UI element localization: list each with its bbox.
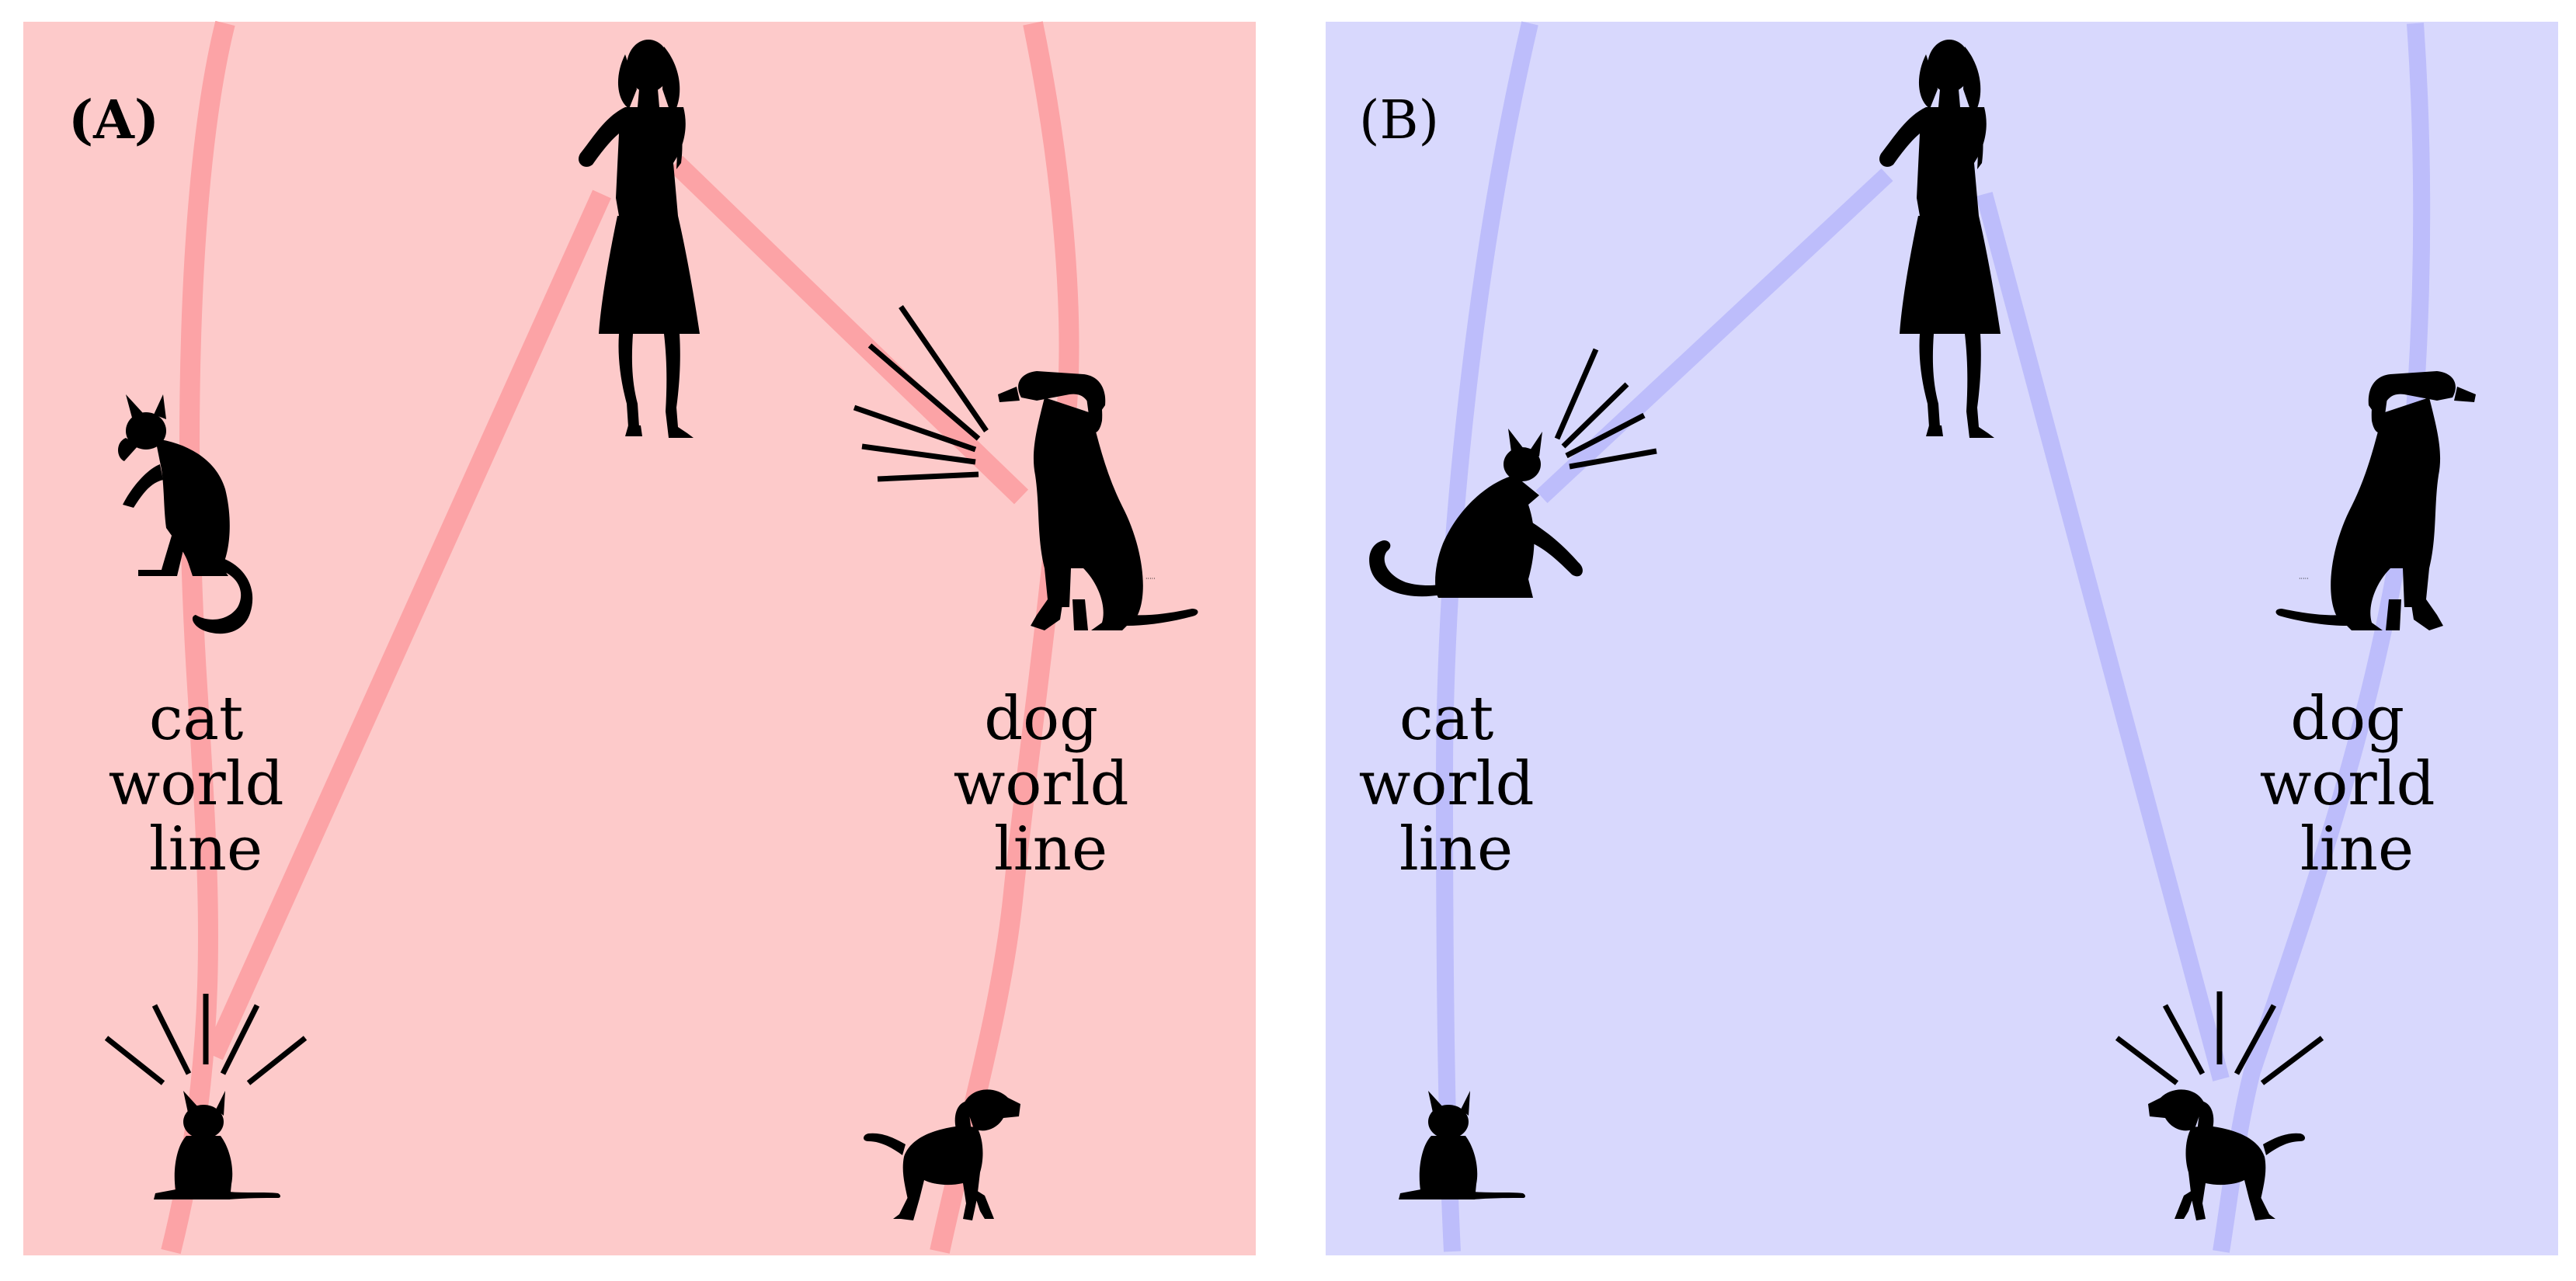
panel-a-signal-line-woman-dog bbox=[668, 155, 1029, 505]
panel-a-label: (A) bbox=[68, 89, 159, 151]
svg-text:·····: ····· bbox=[1145, 575, 1156, 582]
sound-burst-icon bbox=[2115, 991, 2324, 1085]
panel-b-cat-label: cat world line bbox=[1359, 684, 1554, 884]
panel-b-label: (B) bbox=[1359, 90, 1439, 151]
sound-burst-icon bbox=[1554, 348, 1657, 470]
panel-b-signal-line-cat-woman bbox=[1535, 168, 1893, 504]
svg-text:·····: ····· bbox=[2299, 575, 2309, 582]
panel-a-dog-world-line bbox=[930, 21, 1079, 1254]
panel-b: (B) ····· bbox=[1326, 21, 2558, 1255]
sound-burst-icon bbox=[104, 994, 308, 1085]
panel-a-cat-label: cat world line bbox=[109, 684, 304, 884]
panel-a: (A) ····· bbox=[23, 20, 1256, 1255]
panel-a-signal-line-kitten-woman bbox=[204, 189, 611, 1061]
sound-burst-icon bbox=[853, 305, 989, 482]
panel-b-signal-line-puppy-woman bbox=[1976, 192, 2230, 1081]
panel-b-dog-world-line bbox=[2213, 23, 2431, 1253]
panel-a-dog-label: dog world line bbox=[954, 684, 1149, 884]
panel-b-cat-world-line bbox=[1435, 21, 1538, 1252]
panel-b-dog-label: dog world line bbox=[2260, 684, 2455, 884]
